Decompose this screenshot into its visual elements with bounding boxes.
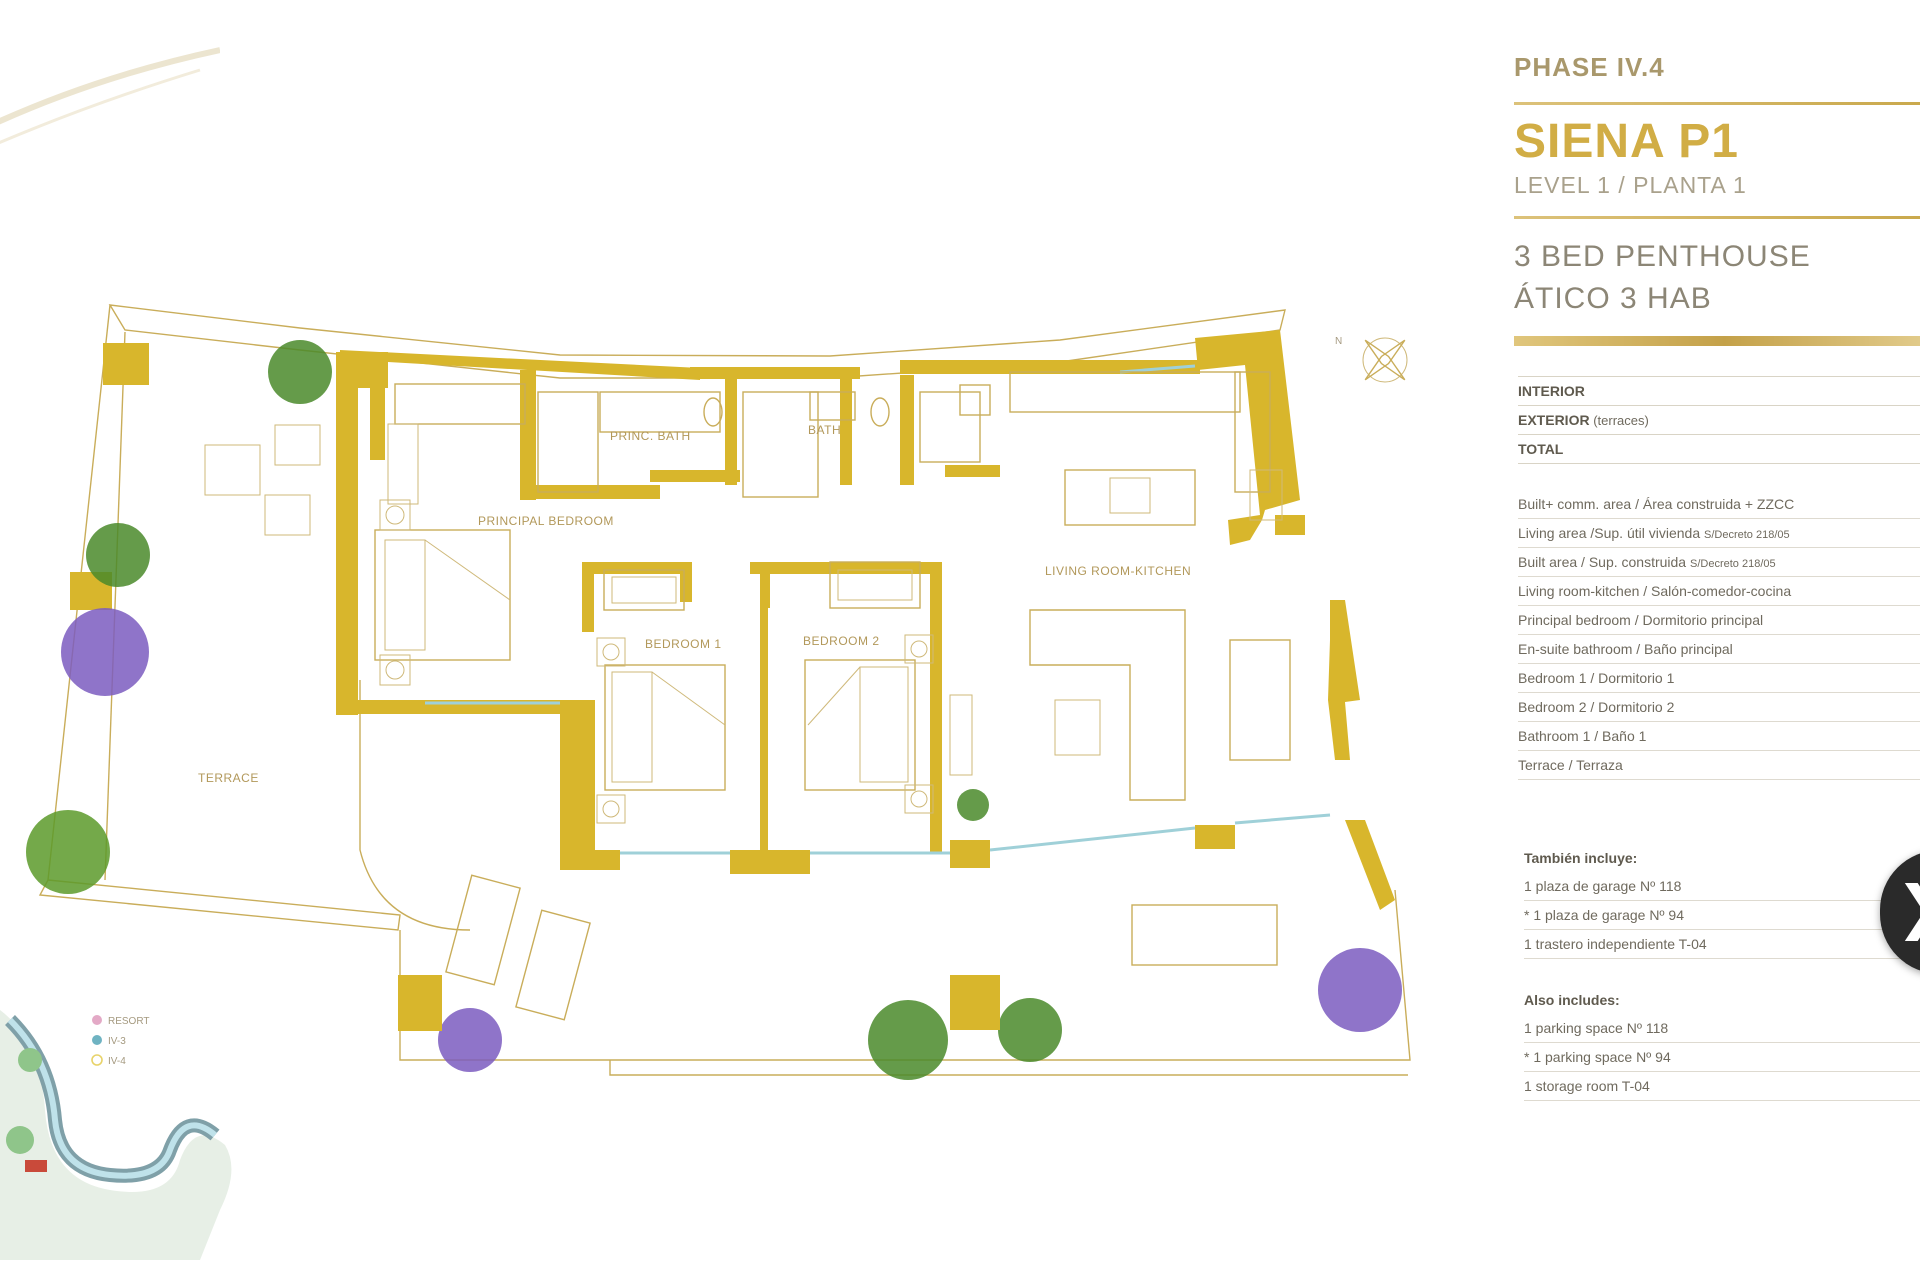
svg-text:N: N	[1335, 336, 1342, 347]
room-label-living-kitchen: LIVING ROOM-KITCHEN	[1045, 564, 1191, 578]
info-panel: PHASE IV.4 SIENA P1 LEVEL 1 / PLANTA 1 3…	[1510, 0, 1920, 1280]
area-table: Built+ comm. area / Área construida + ZZ…	[1518, 490, 1920, 780]
area-row: Bedroom 2 / Dormitorio 2	[1518, 693, 1920, 722]
includes-es: También incluye: 1 plaza de garage Nº 11…	[1524, 844, 1920, 959]
level-divider	[1514, 216, 1920, 219]
typology-es: ÁTICO 3 HAB	[1514, 282, 1712, 315]
legend-dot-iv3	[92, 1035, 102, 1045]
living-furniture	[204, 424, 1291, 1021]
principal-bed	[374, 499, 511, 686]
area-row: Living area /Sup. útil vivienda S/Decret…	[1518, 519, 1920, 548]
floor-plan: N PRINC. BATH BATH PRINCIPAL BEDROOM BED…	[0, 304, 1411, 1260]
includes-en-item: * 1 parking space Nº 94	[1524, 1043, 1920, 1072]
includes-es-item: 1 plaza de garage Nº 118	[1524, 872, 1920, 901]
site-map-thumbnail	[0, 1010, 232, 1260]
legend-label-resort: RESORT	[108, 1016, 150, 1027]
includes-es-item: * 1 plaza de garage Nº 94	[1524, 901, 1920, 930]
title-divider	[1514, 102, 1920, 105]
room-label-bedroom-2: BEDROOM 2	[803, 634, 880, 648]
summary-row-total: TOTAL	[1518, 435, 1920, 464]
terrace-planters	[398, 975, 1000, 1031]
summary-row-interior: INTERIOR	[1518, 376, 1920, 406]
typology: 3 BED PENTHOUSE ÁTICO 3 HAB	[1514, 236, 1811, 320]
model-name: SIENA P1	[1514, 115, 1739, 168]
legend-label-iv4: IV-4	[108, 1056, 126, 1067]
summary-row-exterior: EXTERIOR (terraces)	[1518, 406, 1920, 435]
wardrobes	[387, 383, 921, 611]
area-row: Built+ comm. area / Área construida + ZZ…	[1518, 490, 1920, 519]
typology-en: 3 BED PENTHOUSE	[1514, 240, 1811, 273]
room-label-bedroom-1: BEDROOM 1	[645, 637, 722, 651]
area-row: Bedroom 1 / Dormitorio 1	[1518, 664, 1920, 693]
level-label: LEVEL 1 / PLANTA 1	[1514, 172, 1747, 198]
legend-dot-iv4	[91, 1054, 103, 1066]
area-row: Bathroom 1 / Baño 1	[1518, 722, 1920, 751]
compass-rose-icon: N	[1335, 336, 1408, 383]
area-row: Built area / Sup. construida S/Decreto 2…	[1518, 548, 1920, 577]
area-row: Terrace / Terraza	[1518, 751, 1920, 780]
room-label-principal-bedroom: PRINCIPAL BEDROOM	[478, 514, 614, 528]
legend-label-iv3: IV-3	[108, 1036, 126, 1047]
interior-walls	[370, 370, 1000, 852]
area-row: En-suite bathroom / Baño principal	[1518, 635, 1920, 664]
area-row: Living room-kitchen / Salón-comedor-coci…	[1518, 577, 1920, 606]
summary-table: INTERIOR EXTERIOR (terraces) TOTAL	[1518, 376, 1920, 464]
kitchen	[1009, 371, 1283, 526]
windows	[425, 364, 1331, 855]
chevron-right-icon: ❯	[1896, 878, 1920, 936]
legend-dot-resort	[92, 1015, 102, 1025]
bathrooms	[537, 384, 991, 498]
bedroom-1-bed	[596, 637, 726, 824]
includes-en: Also includes: 1 parking space Nº 118 * …	[1524, 986, 1920, 1101]
bedroom-2-bed	[804, 634, 934, 814]
site-map-legend: RESORT IV-3 IV-4	[91, 1015, 150, 1067]
room-label-terrace: TERRACE	[198, 771, 259, 785]
includes-en-item: 1 storage room T-04	[1524, 1072, 1920, 1101]
includes-es-heading: También incluye:	[1524, 850, 1638, 866]
typology-divider	[1514, 336, 1920, 346]
area-row: Principal bedroom / Dormitorio principal	[1518, 606, 1920, 635]
includes-en-heading: Also includes:	[1524, 992, 1620, 1008]
includes-en-item: 1 parking space Nº 118	[1524, 1014, 1920, 1043]
room-label-princ-bath: PRINC. BATH	[610, 429, 691, 443]
room-label-bath: BATH	[808, 423, 841, 437]
phase-title: PHASE IV.4	[1514, 52, 1665, 82]
plants	[26, 340, 1402, 1080]
includes-es-item: 1 trastero independiente T-04	[1524, 930, 1920, 959]
